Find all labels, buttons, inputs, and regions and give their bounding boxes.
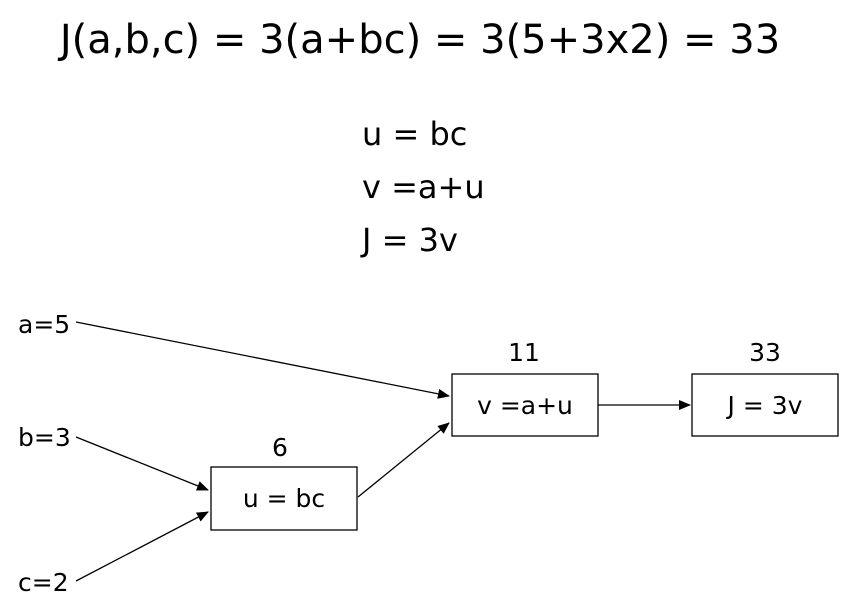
input-label-c: c=2 [18,568,69,597]
node-u-value: 6 [272,433,288,462]
equation-list: u = bc v =a+u J = 3v [362,108,485,267]
node-j-box [691,373,839,437]
edge-a-to-v [75,321,450,399]
formula-title: J(a,b,c) = 3(a+bc) = 3(5+3x2) = 33 [59,17,781,63]
input-label-b: b=3 [18,423,71,452]
node-j-label: J = 3v [726,391,803,420]
edge-b-to-u [75,436,209,491]
node-v-label: v =a+u [477,391,573,420]
edge-c-to-u [75,511,209,582]
node-v-box [451,373,599,437]
equation-v: v =a+u [362,168,485,206]
input-label-a: a=5 [18,310,70,339]
node-u-label: u = bc [243,484,325,513]
edge-u-to-v [357,422,450,498]
node-u-box [210,466,358,531]
node-v-value: 11 [508,338,540,367]
node-j-value: 33 [749,338,781,367]
equation-j: J = 3v [362,221,458,259]
equation-u: u = bc [362,115,468,153]
